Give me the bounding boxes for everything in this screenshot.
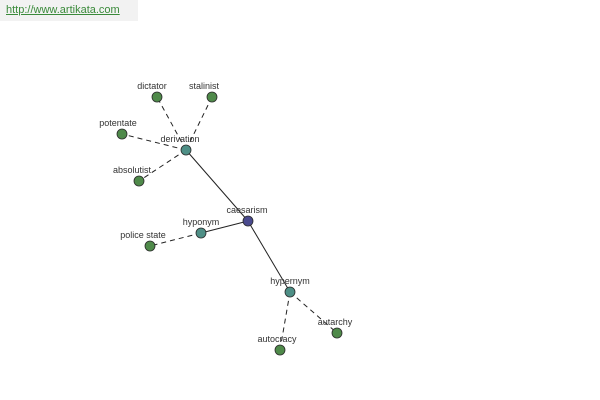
node-autarchy[interactable] xyxy=(331,327,343,339)
node-label-caesarism[interactable]: caesarism xyxy=(226,205,267,215)
url-banner: http://www.artikata.com xyxy=(0,0,138,21)
node-label-hypernym[interactable]: hypernym xyxy=(270,276,310,286)
node-absolutist[interactable] xyxy=(133,175,145,187)
edge-derivation-absolutist xyxy=(138,149,187,182)
node-autocracy[interactable] xyxy=(274,344,286,356)
artikata-url-link[interactable]: http://www.artikata.com xyxy=(6,4,120,16)
node-caesarism[interactable] xyxy=(242,215,254,227)
edge-caesarism-hyponym xyxy=(200,220,249,234)
node-hypernym[interactable] xyxy=(284,286,296,298)
node-label-derivation[interactable]: derivation xyxy=(160,134,199,144)
edge-derivation-potentate xyxy=(121,133,187,151)
node-label-hyponym[interactable]: hyponym xyxy=(183,217,220,227)
edge-hypernym-autocracy xyxy=(279,291,291,351)
edge-derivation-stalinist xyxy=(185,96,213,151)
edge-caesarism-derivation xyxy=(185,149,249,222)
node-label-potentate[interactable]: potentate xyxy=(99,118,137,128)
node-hyponym[interactable] xyxy=(195,227,207,239)
node-stalinist[interactable] xyxy=(206,91,218,103)
node-dictator[interactable] xyxy=(151,91,163,103)
nodes-layer xyxy=(116,91,343,356)
node-label-autarchy[interactable]: autarchy xyxy=(318,317,353,327)
node-label-absolutist[interactable]: absolutist xyxy=(113,165,152,175)
labels-layer: caesarism derivation hyponym hypernym dictat… xyxy=(99,81,353,344)
node-derivation[interactable] xyxy=(180,144,192,156)
node-label-police-state[interactable]: police state xyxy=(120,230,166,240)
node-label-autocracy[interactable]: autocracy xyxy=(257,334,297,344)
node-police-state[interactable] xyxy=(144,240,156,252)
edge-caesarism-hypernym xyxy=(247,220,291,293)
node-potentate[interactable] xyxy=(116,128,128,140)
node-label-dictator[interactable]: dictator xyxy=(137,81,167,91)
edge-derivation-dictator xyxy=(156,96,187,151)
edges-layer xyxy=(121,96,338,351)
edge-hypernym-autarchy xyxy=(289,291,338,334)
node-label-stalinist[interactable]: stalinist xyxy=(189,81,220,91)
